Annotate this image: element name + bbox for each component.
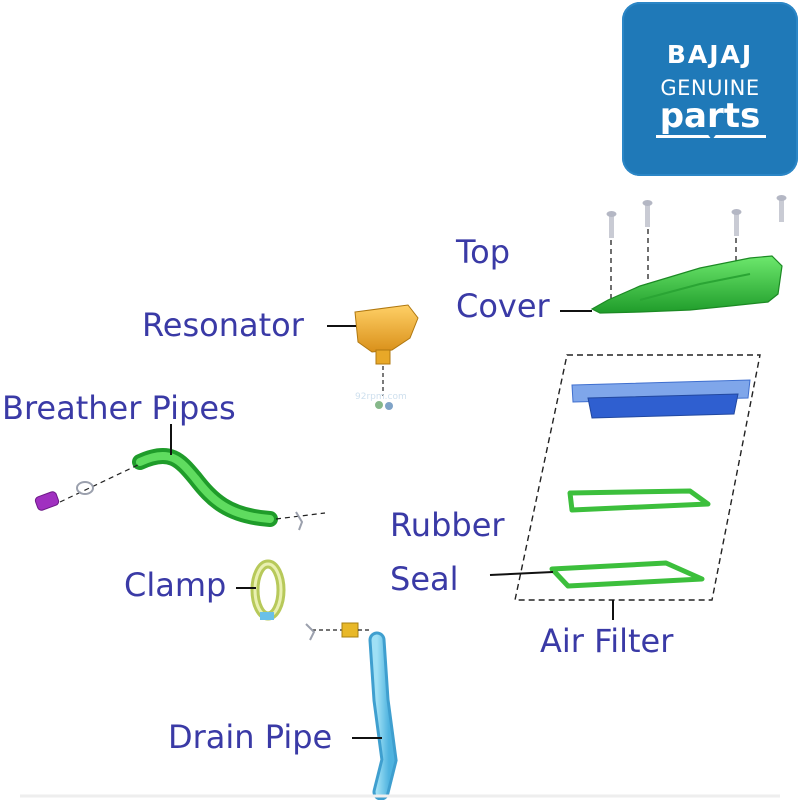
breather-pipe-part <box>34 447 326 531</box>
label-top-cover-line2: Cover <box>456 287 550 325</box>
rubber-seal-part <box>549 560 705 589</box>
label-top-cover-line1: Top <box>456 233 510 271</box>
label-air-filter: Air Filter <box>540 622 674 660</box>
air-filter-element <box>571 379 751 419</box>
screw <box>642 200 653 227</box>
label-clamp: Clamp <box>124 566 227 604</box>
top-cover-part <box>590 255 783 314</box>
rubber-seal-leader <box>489 571 554 576</box>
label-resonator: Resonator <box>142 306 304 344</box>
logo-brand: BAJAJ <box>666 40 754 69</box>
label-breather-pipes: Breather Pipes <box>2 389 236 427</box>
label-drain-pipe: Drain Pipe <box>168 718 333 756</box>
resonator-part <box>354 304 419 410</box>
logo-notch <box>706 132 718 140</box>
logo-line1: GENUINE <box>660 76 760 100</box>
clamp-part <box>250 559 286 621</box>
watermark-text: 92rpm.com <box>355 392 407 402</box>
label-rubber-seal-line1: Rubber <box>390 506 505 544</box>
breather-cap <box>34 491 60 511</box>
drain-pipe-part <box>305 622 398 801</box>
logo-line2: parts <box>659 96 761 136</box>
air-filter-outline <box>514 354 761 601</box>
seal-frame-upper <box>567 488 711 513</box>
label-rubber-seal-line2: Seal <box>390 560 459 598</box>
top-cover-screws <box>606 195 787 300</box>
screw <box>606 211 617 238</box>
bajaj-genuine-parts-logo: BAJAJ GENUINE parts <box>622 2 798 176</box>
screw <box>731 209 742 236</box>
screw <box>776 195 787 222</box>
